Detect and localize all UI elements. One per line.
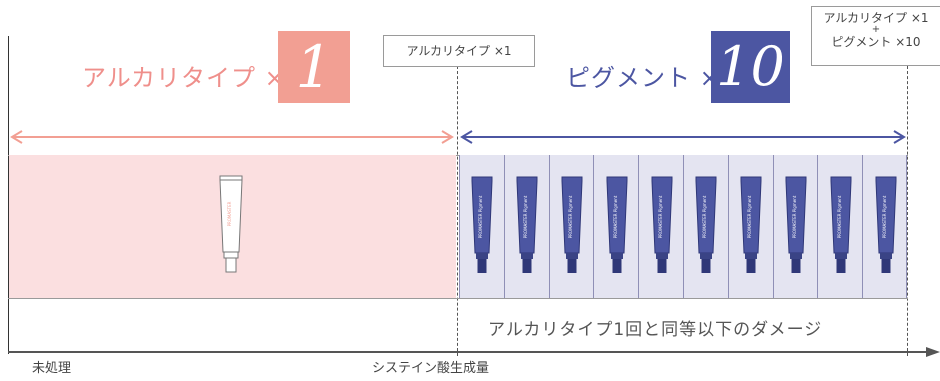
pigment-tube-brand: PROMASTER Pigment xyxy=(658,195,663,238)
pigment-tube-brand: PROMASTER Pigment xyxy=(837,195,842,238)
pigment-tube-icon: PROMASTER Pigment xyxy=(516,176,538,273)
pigment-tube-cell: PROMASTER Pigment xyxy=(503,155,549,298)
pigment-tube-cell: PROMASTER Pigment xyxy=(548,155,594,298)
alkaline-1-marker-label: アルカリタイプ ×1 xyxy=(383,35,535,67)
axis-label: システイン酸生成量 xyxy=(372,361,490,376)
pigment-range-arrow xyxy=(460,130,906,144)
pigment-tube-icon: PROMASTER Pigment xyxy=(606,176,628,273)
alkaline-1-marker-line xyxy=(457,66,458,356)
pigment-tube-icon: PROMASTER Pigment xyxy=(471,176,493,273)
pigment-tube-cell: PROMASTER Pigment xyxy=(683,155,728,298)
pigment-tube-icon: PROMASTER Pigment xyxy=(830,176,852,273)
damage-note: アルカリタイプ1回と同等以下のダメージ xyxy=(488,320,823,340)
combined-marker-line xyxy=(907,66,908,356)
combined-marker-line1: アルカリタイプ ×1 xyxy=(823,11,929,25)
pigment-tube-cell: PROMASTER Pigment xyxy=(772,155,818,298)
pigment-tube-brand: PROMASTER Pigment xyxy=(882,195,887,238)
pigment-tube-icon: PROMASTER Pigment xyxy=(875,176,897,273)
band-bottom-line xyxy=(8,298,908,299)
alkaline-title: アルカリタイプ × xyxy=(82,64,286,92)
alkaline-range-arrow xyxy=(10,130,454,144)
pigment-tube-icon: PROMASTER Pigment xyxy=(740,176,762,273)
band-top-line xyxy=(8,155,908,156)
alkaline-tube-icon: PROMASTER xyxy=(219,175,243,273)
pigment-tube-brand: PROMASTER Pigment xyxy=(702,195,707,238)
axis-arrow xyxy=(8,347,940,357)
alkaline-tube-brand: PROMASTER xyxy=(227,201,232,226)
pigment-tube-icon: PROMASTER Pigment xyxy=(695,176,717,273)
pigment-tube-cell: PROMASTER Pigment xyxy=(862,155,907,298)
axis-origin-label: 未処理 xyxy=(32,361,72,376)
pigment-tube-brand: PROMASTER Pigment xyxy=(523,195,528,238)
combined-marker-label: アルカリタイプ ×1 + ピグメント ×10 xyxy=(811,6,940,66)
pigment-tube-brand: PROMASTER Pigment xyxy=(747,195,752,238)
pigment-tube-cell: PROMASTER Pigment xyxy=(638,155,683,298)
combined-marker-line2: ピグメント ×10 xyxy=(831,35,921,49)
pigment-tube-icon: PROMASTER Pigment xyxy=(651,176,673,273)
pigment-tube-cell: PROMASTER Pigment xyxy=(459,155,504,298)
pigment-tube-brand: PROMASTER Pigment xyxy=(792,195,797,238)
pigment-tube-cell: PROMASTER Pigment xyxy=(593,155,639,298)
pigment-tube-cell: PROMASTER Pigment xyxy=(727,155,773,298)
pigment-count-badge: 10 xyxy=(711,31,790,103)
combined-marker-plus: + xyxy=(871,24,881,35)
pigment-tube-brand: PROMASTER Pigment xyxy=(613,195,618,238)
origin-line xyxy=(8,36,9,354)
pigment-tube-brand: PROMASTER Pigment xyxy=(568,195,573,238)
alkaline-count-badge: 1 xyxy=(278,31,350,103)
pigment-tube-icon: PROMASTER Pigment xyxy=(561,176,583,273)
pigment-tube-brand: PROMASTER Pigment xyxy=(478,195,483,238)
pigment-tube-cell: PROMASTER Pigment xyxy=(817,155,863,298)
pigment-title: ピグメント × xyxy=(566,64,721,92)
range-arrows xyxy=(10,130,906,144)
pigment-tube-icon: PROMASTER Pigment xyxy=(785,176,807,273)
